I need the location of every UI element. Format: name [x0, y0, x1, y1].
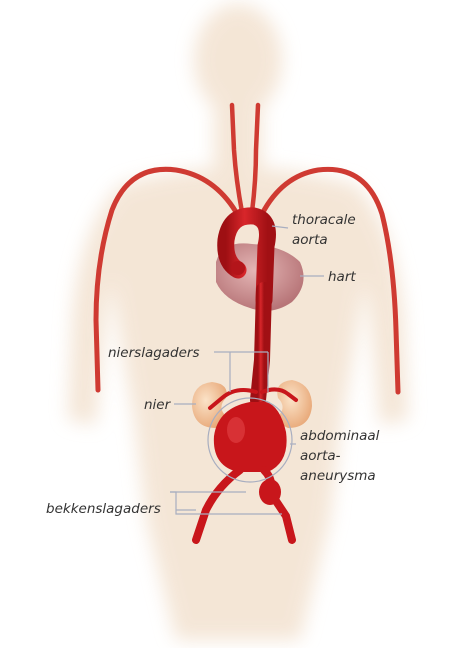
label-abdominaal: abdominaal [300, 428, 380, 444]
label-aorta: aorta [292, 232, 328, 248]
aneurysm-highlight [227, 417, 245, 443]
label-hart: hart [328, 269, 356, 285]
label-thoracale: thoracale [292, 212, 356, 228]
label-nierslagaders: nierslagaders [108, 345, 200, 361]
label-nier: nier [144, 397, 172, 413]
aortic-root [231, 261, 245, 275]
iliac-aneurysm-bulge [259, 479, 281, 505]
head-shape [194, 4, 282, 116]
label-aneurysma: aneurysma [300, 468, 376, 484]
label-aorta-dash: aorta- [300, 448, 341, 464]
body-silhouette [68, 4, 408, 640]
descending-aorta [258, 290, 264, 400]
label-bekkenslagaders: bekkenslagaders [46, 501, 161, 517]
